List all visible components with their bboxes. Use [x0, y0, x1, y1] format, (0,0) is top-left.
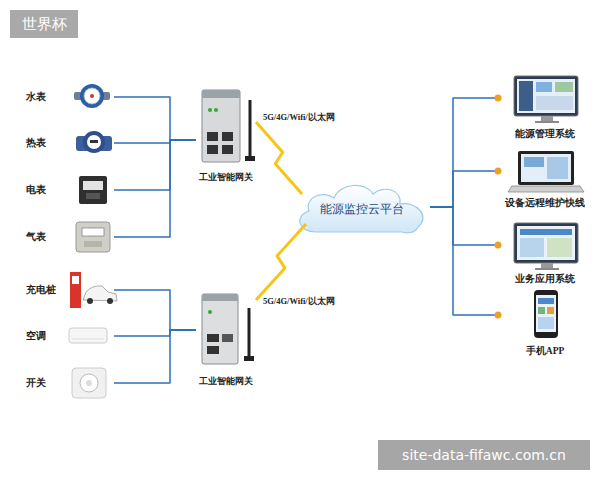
wireless-link [256, 122, 302, 194]
node-text: 充电桩 [26, 283, 56, 297]
charging-pile-icon [70, 272, 117, 308]
device-label: 空调 [22, 319, 114, 353]
node-text: 热表 [26, 136, 46, 150]
junction-dot [495, 168, 502, 175]
wire-connector [114, 330, 196, 336]
device-label: 热表 [22, 126, 114, 160]
wire-connector [114, 140, 196, 190]
device-label: 气表 [22, 220, 114, 254]
node-text: 能源监控云平台 [320, 197, 404, 218]
system-node: 手机APP [498, 290, 592, 358]
heat-meter-icon [76, 131, 112, 153]
wireless-link [256, 224, 306, 300]
corner-tag: 世界杯 [10, 10, 78, 38]
phone-icon [534, 290, 558, 338]
cloud-platform: 能源监控云平台 [292, 176, 432, 238]
system-node: 设备远程维护快线 [498, 150, 592, 210]
node-text: 手机APP [526, 345, 564, 358]
wire-connector [114, 330, 196, 383]
node-text: 工业智能网关 [199, 375, 253, 388]
system-node: 能源管理系统 [498, 75, 592, 141]
node-text: 业务应用系统 [515, 273, 575, 286]
gateway-node: 工业智能网关 [196, 290, 256, 388]
wire-connector [430, 171, 498, 207]
device-label: 水表 [22, 80, 114, 114]
node-text: 气表 [26, 230, 46, 244]
wire-connector [114, 97, 196, 140]
water-meter-icon [74, 84, 110, 108]
gas-meter-icon [76, 222, 110, 252]
node-text: 电表 [26, 183, 46, 197]
laptop-icon [508, 151, 584, 192]
junction-dot [495, 242, 502, 249]
device-label: 电表 [22, 173, 114, 207]
wire-connector [114, 140, 196, 237]
gateway-device [202, 90, 255, 162]
node-text: 开关 [26, 376, 46, 390]
node-text: 水表 [26, 90, 46, 104]
junction-dot [495, 312, 502, 319]
electric-meter-icon [79, 176, 107, 204]
junction-dot [495, 95, 502, 102]
watermark: site-data-fifawc.com.cn [378, 440, 590, 470]
node-text: 能源管理系统 [515, 128, 575, 141]
device-label: 充电桩 [22, 273, 114, 307]
edge-label: 5G/4G/Wifi/以太网 [263, 112, 335, 124]
wire-connector [114, 290, 196, 330]
gateway-device [202, 294, 254, 364]
node-text: 空调 [26, 329, 46, 343]
system-node: 业务应用系统 [498, 222, 592, 286]
device-label: 开关 [22, 366, 114, 400]
node-text: 工业智能网关 [199, 171, 253, 184]
air-conditioner-icon [69, 328, 107, 343]
monitor-icon [514, 223, 578, 270]
switch-icon [72, 368, 106, 398]
wire-connector [114, 140, 196, 143]
wire-connector [430, 207, 498, 315]
edge-label: 5G/4G/Wifi/以太网 [263, 296, 335, 308]
monitor-icon [514, 76, 578, 123]
wire-connector [430, 207, 498, 245]
node-text: 设备远程维护快线 [505, 197, 585, 210]
wire-connector [430, 98, 498, 207]
gateway-node: 工业智能网关 [196, 86, 256, 184]
